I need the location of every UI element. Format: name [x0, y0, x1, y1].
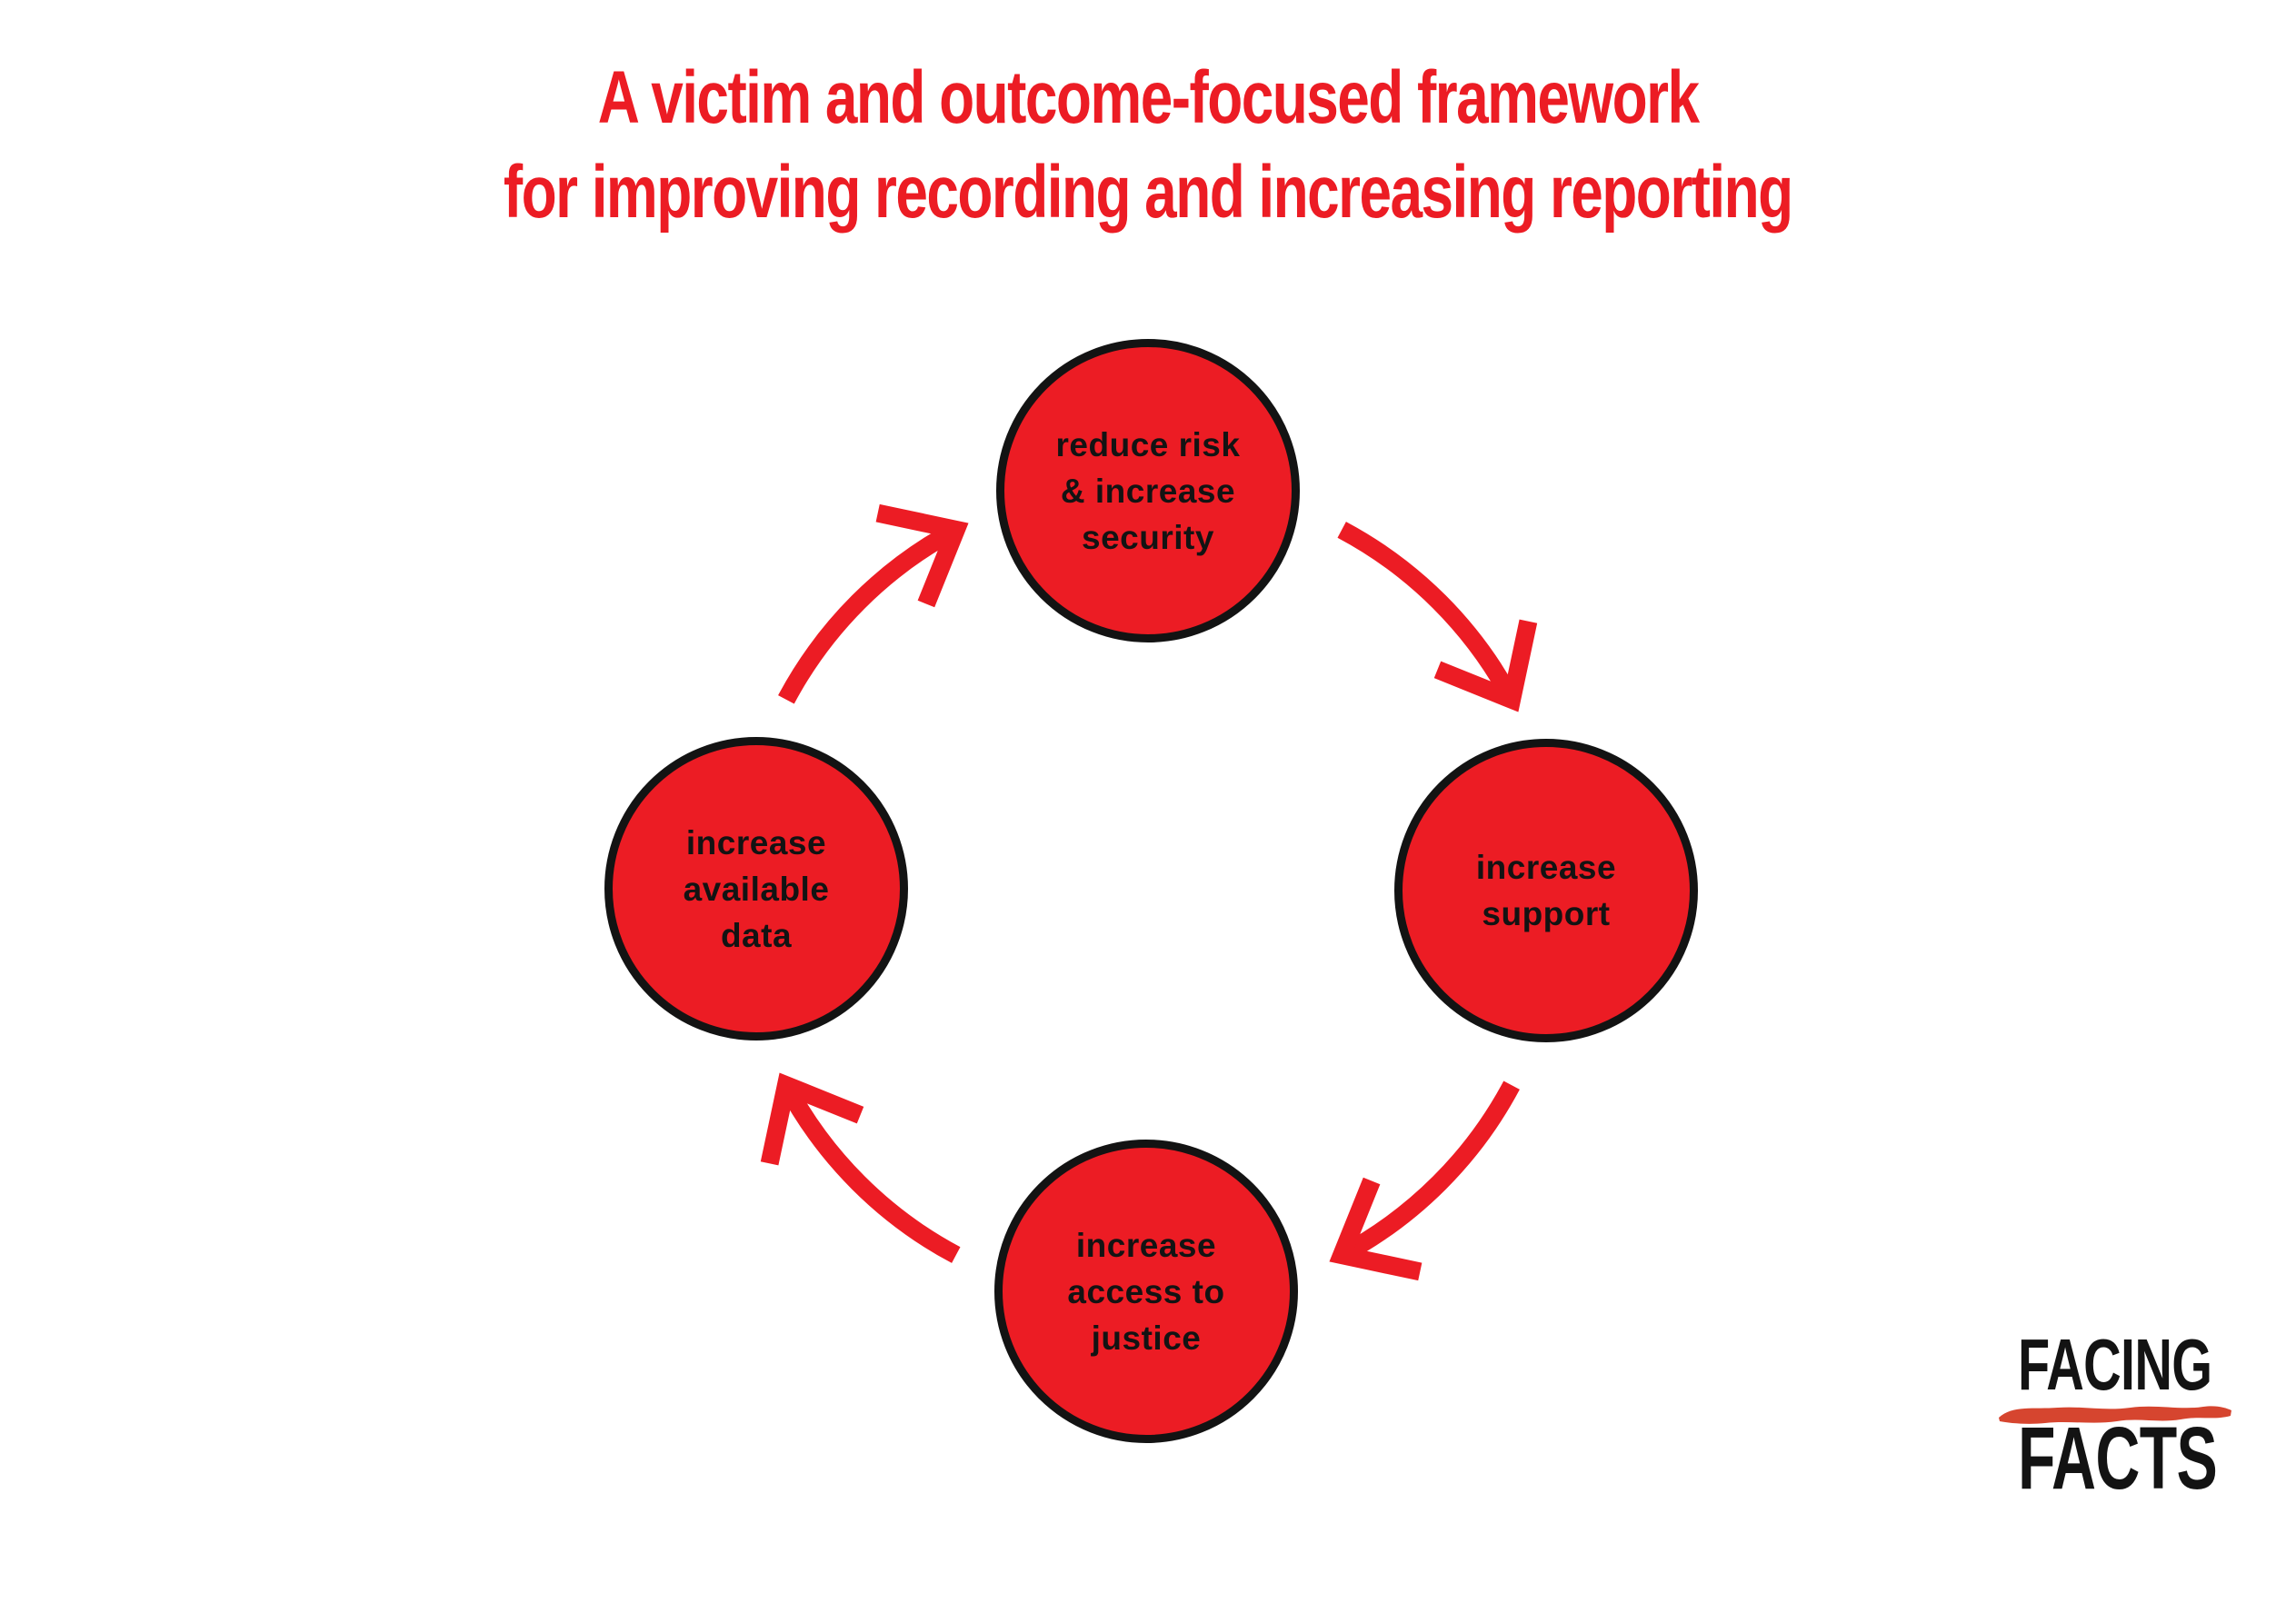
node-label-line: available	[683, 870, 830, 908]
cycle-node-increase-support: increase support	[1394, 739, 1698, 1042]
logo-facts-text: FACTS	[2018, 1409, 2218, 1508]
node-label-line: access to	[1067, 1272, 1225, 1310]
node-label-line: security	[1082, 518, 1214, 556]
node-label-line: increase	[685, 823, 827, 861]
arrow-top-right-icon	[1337, 522, 1538, 712]
logo-facing-text: FACING	[2018, 1324, 2212, 1405]
node-label-line: increase	[1475, 849, 1617, 886]
cycle-node-access-to-justice: increase access to justice	[994, 1140, 1298, 1443]
page-title: A victim and outcome-focused framework f…	[0, 51, 2296, 240]
cycle-node-available-data: increase available data	[604, 737, 908, 1041]
node-label-line: reduce risk	[1055, 425, 1241, 463]
arrow-bottom-left-icon	[770, 1085, 956, 1255]
title-line-1: A victim and outcome-focused framework	[597, 56, 1700, 139]
title-line-2: for improving recording and increasing r…	[504, 151, 1793, 234]
node-label-line: justice	[1091, 1319, 1202, 1357]
node-label-line: support	[1482, 895, 1611, 932]
node-label-line: increase	[1075, 1226, 1217, 1264]
cycle-node-reduce-risk: reduce risk & increase security	[996, 339, 1300, 642]
node-label-line: & increase	[1060, 472, 1236, 510]
arrow-bottom-right-icon	[1342, 1085, 1512, 1271]
node-label-line: data	[720, 916, 793, 954]
logo-brush-underline-icon	[1999, 1406, 2231, 1424]
arrow-top-left-icon	[786, 513, 956, 700]
